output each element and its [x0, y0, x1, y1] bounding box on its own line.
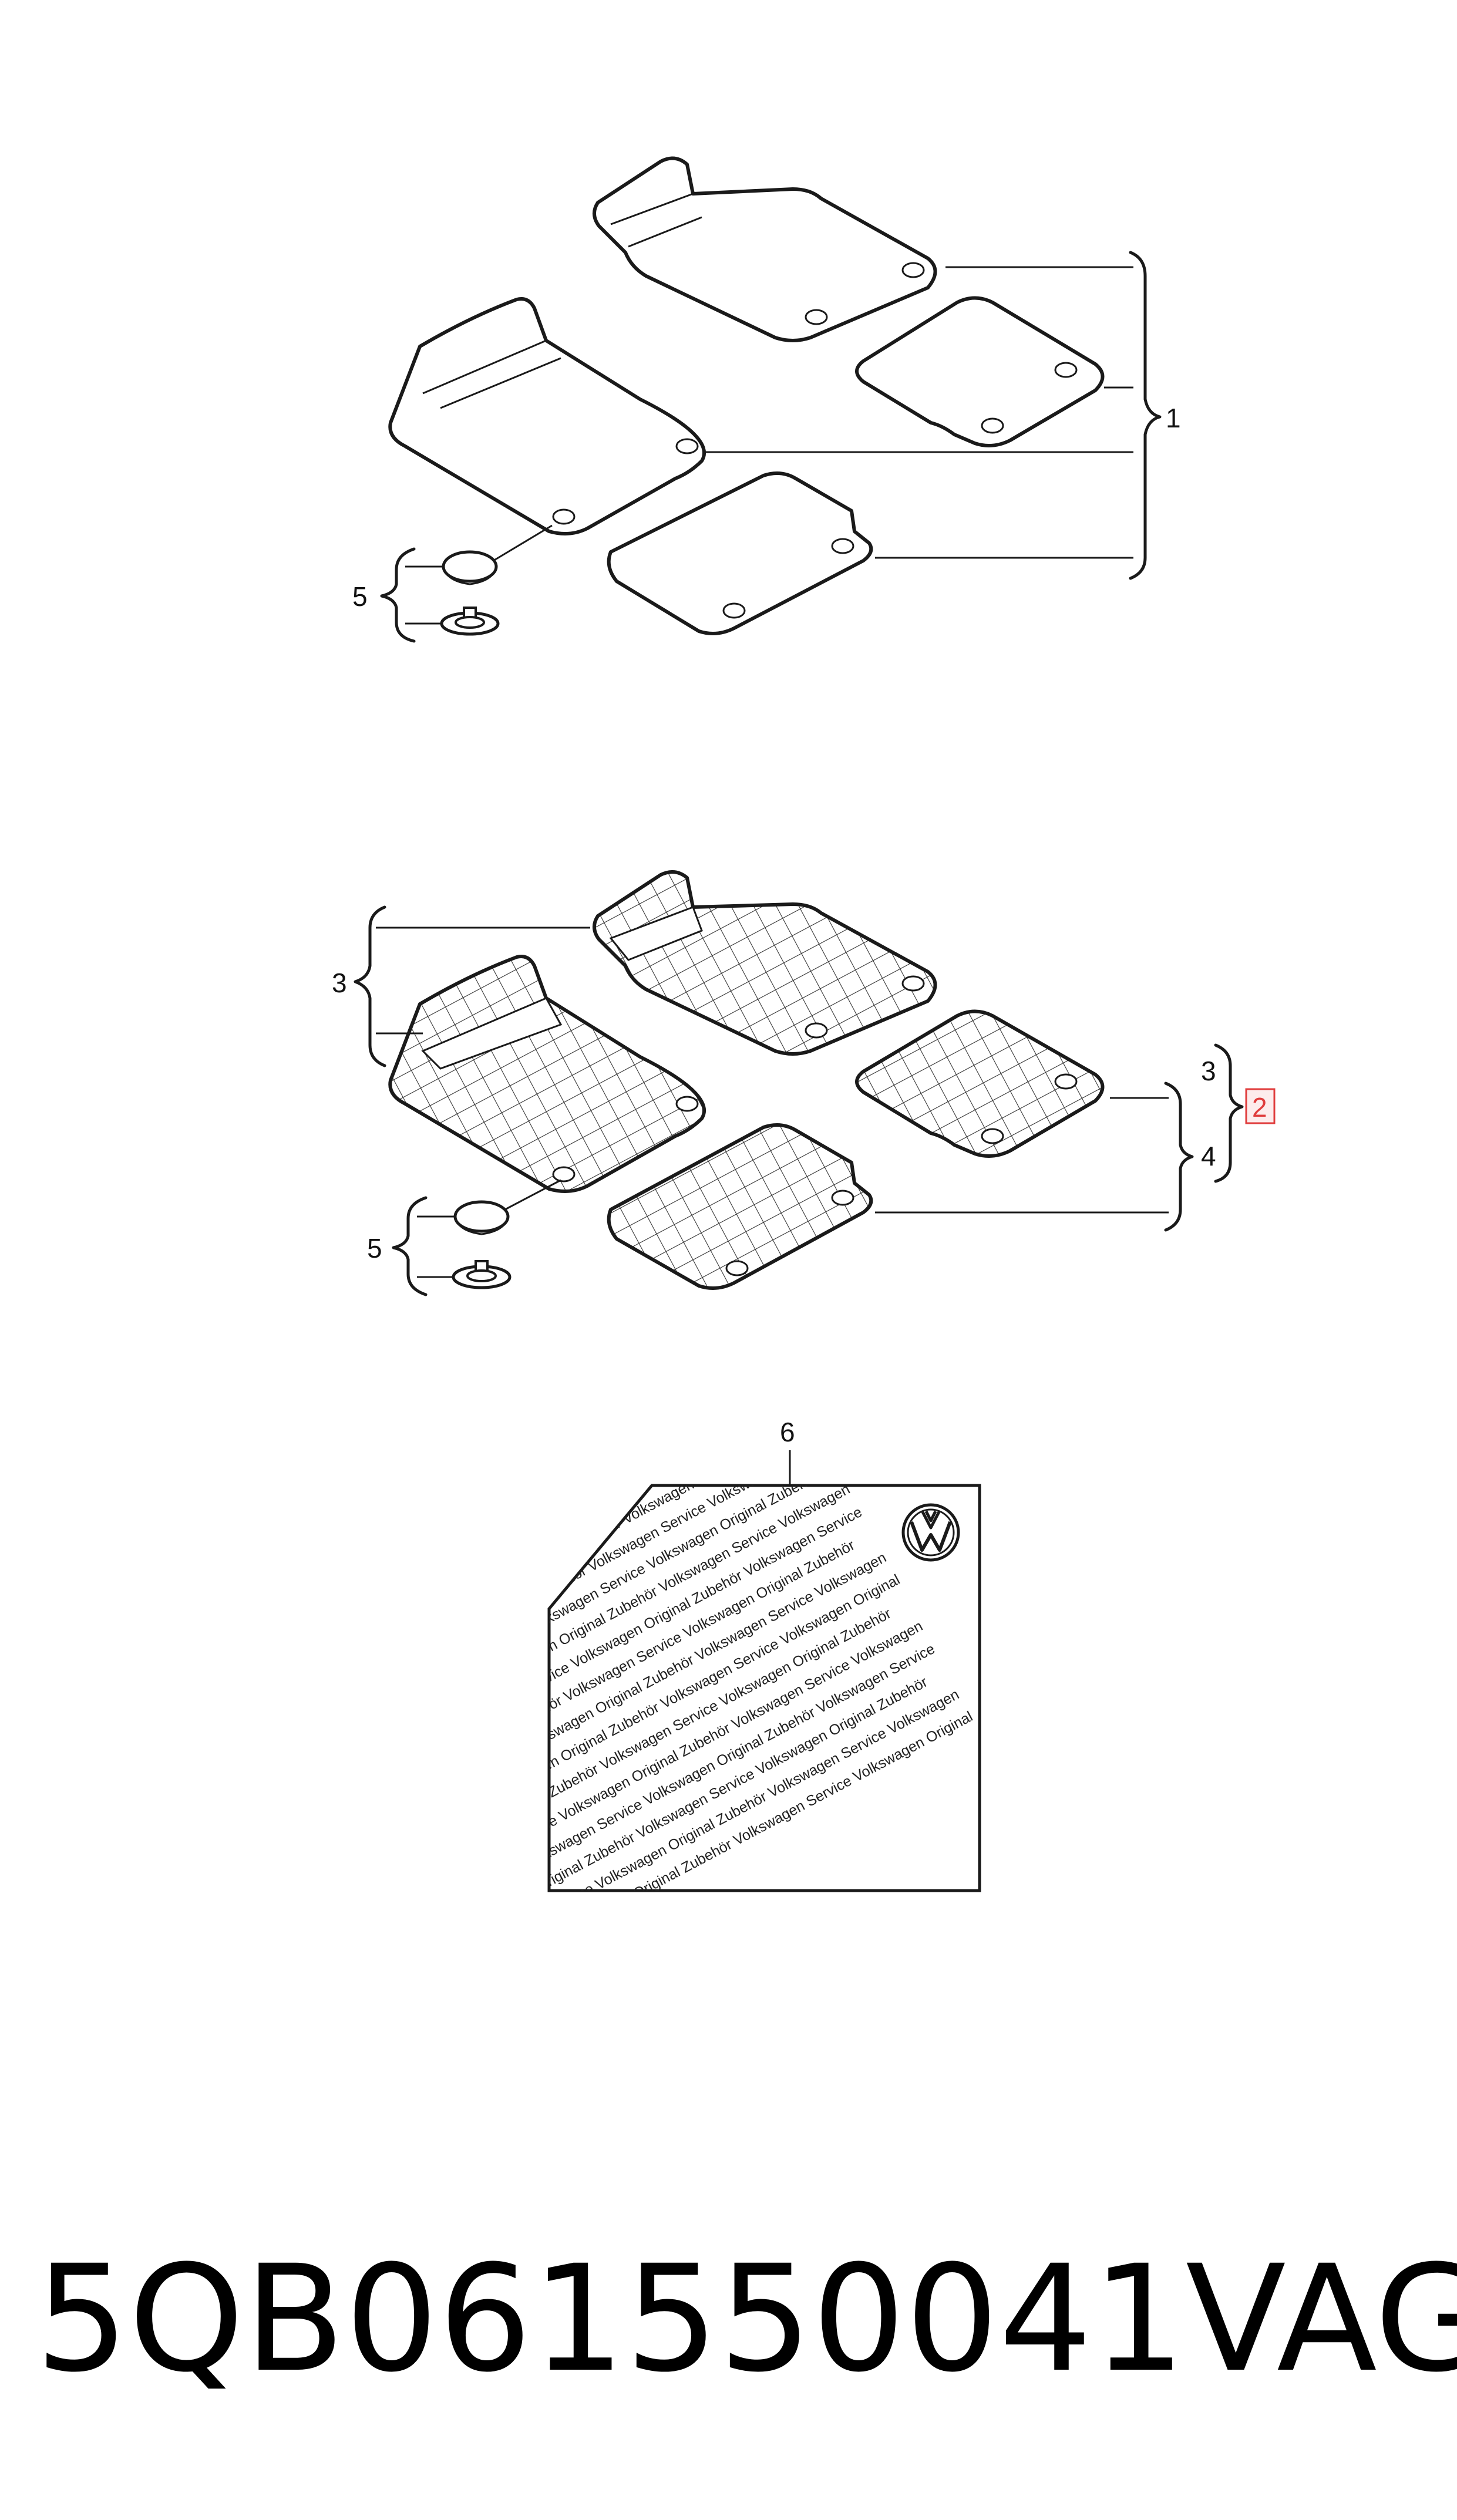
bracket-5-bottom — [392, 1196, 428, 1296]
bracket-5-top — [380, 547, 416, 643]
part-caption: 5QB061550041 VAG — [35, 2231, 1457, 2407]
highlight-box — [1245, 1088, 1276, 1124]
vw-logo-icon — [901, 1503, 960, 1562]
rubber-mat-set: 3 3 4 2 5 — [332, 870, 1276, 1296]
bracket-1 — [1129, 251, 1162, 580]
bracket-3-left — [354, 905, 386, 1067]
brand-label: VAG — [1185, 2233, 1457, 2404]
carpet-mat-rear-long — [593, 156, 937, 342]
callout-1: 1 — [1166, 403, 1181, 433]
fastener-clip-bottom — [452, 1200, 512, 1289]
bracket-2 — [1214, 1043, 1244, 1183]
callout-5-bottom: 5 — [367, 1233, 382, 1264]
carpet-mat-small-right — [855, 296, 1105, 447]
carpet-mat-front-left — [388, 297, 706, 535]
callout-3-right: 3 — [1201, 1056, 1216, 1086]
sticker-label: 6 Volkswagen Original Zubehör Volkswagen… — [547, 1417, 981, 1892]
callout-3-left: 3 — [332, 968, 347, 998]
carpet-mat-set: 1 5 — [352, 156, 1181, 643]
callout-6: 6 — [780, 1417, 795, 1447]
rubber-mat-rear-long — [593, 870, 937, 1056]
rubber-mat-rear-right — [607, 1123, 873, 1290]
part-number: 5QB061550041 — [35, 2233, 1186, 2404]
bracket-4 — [1164, 1082, 1194, 1232]
fastener-clip-top — [440, 550, 500, 636]
callout-5-top: 5 — [352, 581, 368, 612]
rubber-mat-front-left — [388, 955, 706, 1193]
callout-4: 4 — [1201, 1141, 1216, 1171]
carpet-mat-rear-right — [607, 471, 873, 635]
rubber-mat-small-right — [855, 1009, 1105, 1158]
callout-2: 2 — [1252, 1092, 1267, 1123]
